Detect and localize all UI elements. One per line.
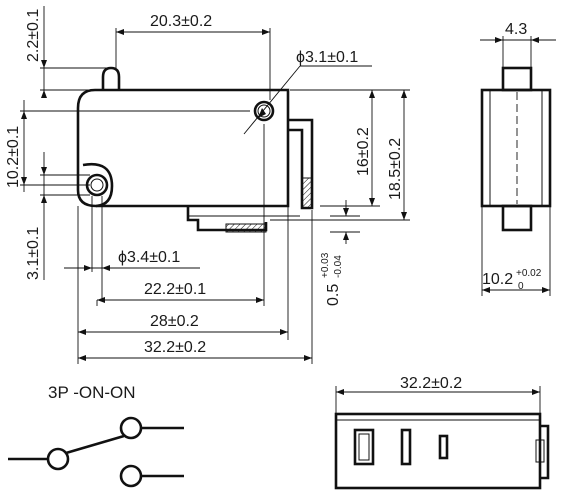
actuator-nub bbox=[101, 66, 121, 90]
side-body bbox=[480, 88, 552, 208]
dim-28-label: 28±0.2 bbox=[150, 313, 199, 330]
terminal-hatch-bottom bbox=[225, 223, 267, 233]
dim-28: 28±0.2 bbox=[77, 206, 289, 364]
dim-222: 22.2±0.1 bbox=[96, 124, 265, 306]
dim-right-16: 16±0.2 bbox=[290, 89, 380, 207]
dim-hole-dia-label: ϕ3.1±0.1 bbox=[296, 49, 358, 66]
nc-contact bbox=[119, 464, 143, 488]
side-plunger bbox=[501, 66, 533, 92]
dim-side-height: 10.2 +0.02 0 bbox=[481, 206, 551, 296]
bottom-terminal-2 bbox=[400, 428, 412, 466]
dim-left-top-label: 2.2±0.1 bbox=[25, 9, 42, 62]
side-view bbox=[480, 66, 552, 232]
terminal-hatch-right bbox=[301, 177, 313, 209]
dim-right-185: 18.5±0.2 bbox=[270, 89, 410, 221]
dim-left-top: 2.2±0.1 bbox=[25, 6, 110, 98]
dim-side-height-base: 10.2 bbox=[482, 271, 513, 288]
schematic: 3P -ON-ON bbox=[8, 383, 184, 488]
dim-term-thk-plus: +0.03 bbox=[320, 252, 331, 278]
bottom-body bbox=[334, 412, 542, 490]
dim-left-mid: 10.2±0.1 bbox=[5, 100, 250, 192]
no-contact bbox=[119, 416, 143, 440]
bottom-view bbox=[334, 412, 550, 490]
front-view bbox=[76, 66, 314, 233]
dim-side-height-minus: 0 bbox=[518, 281, 524, 292]
bottom-terminal-1 bbox=[353, 428, 375, 466]
dim-322-label: 32.2±0.2 bbox=[144, 339, 206, 356]
side-terminal bbox=[501, 204, 533, 232]
dim-right-16-label: 16±0.2 bbox=[355, 127, 372, 176]
dim-side-height-plus: +0.02 bbox=[516, 268, 542, 279]
dim-222-label: 22.2±0.1 bbox=[144, 281, 206, 298]
mounting-hole-bottom-inner bbox=[90, 178, 104, 192]
dim-term-thk-base: 0.5 bbox=[325, 284, 342, 306]
common-contact bbox=[46, 447, 70, 471]
dim-left-low: 3.1±0.1 bbox=[25, 152, 90, 280]
mounting-hole-top bbox=[253, 100, 275, 122]
dim-top-width: 20.3±0.2 bbox=[115, 13, 271, 100]
mounting-hole-top-inner bbox=[257, 104, 271, 118]
dim-top-width-label: 20.3±0.2 bbox=[150, 13, 212, 30]
schematic-label: 3P -ON-ON bbox=[48, 383, 136, 402]
dim-bottom-width-label: 32.2±0.2 bbox=[400, 375, 462, 392]
dim-hole-dia: ϕ3.1±0.1 bbox=[243, 49, 372, 135]
dim-left-mid-label: 10.2±0.1 bbox=[5, 126, 22, 188]
dim-322: 32.2±0.2 bbox=[78, 210, 313, 364]
dim-terminal-thk: 0.5 +0.03 -0.04 bbox=[320, 200, 360, 306]
dim-side-width: 4.3 bbox=[480, 21, 556, 68]
switch-body-outline bbox=[76, 88, 290, 208]
dim-side-width-label: 4.3 bbox=[505, 21, 527, 38]
bottom-terminal-3 bbox=[438, 434, 449, 460]
dim-hole2-dia: ϕ3.4±0.1 bbox=[64, 196, 200, 300]
dim-left-low-label: 3.1±0.1 bbox=[25, 227, 42, 280]
dim-right-185-label: 18.5±0.2 bbox=[387, 138, 404, 200]
dim-term-thk-minus: -0.04 bbox=[333, 255, 344, 278]
dim-bottom-width: 32.2±0.2 bbox=[335, 375, 541, 414]
dim-hole2-dia-label: ϕ3.4±0.1 bbox=[118, 249, 180, 266]
